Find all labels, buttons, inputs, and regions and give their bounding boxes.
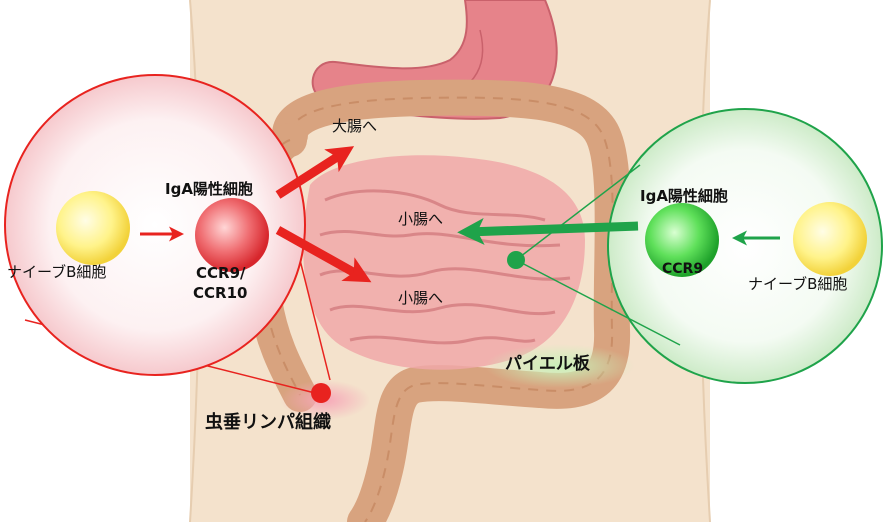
right-iga-cell-label: IgA陽性細胞 [640, 189, 728, 204]
small-intestine-upper-label: 小腸へ [398, 212, 443, 227]
left-receptor-label-line1: CCR9/ [196, 266, 245, 281]
right-receptor-label: CCR9 [662, 262, 703, 276]
small-intestine-lower-label: 小腸へ [398, 291, 443, 306]
left-naive-b-cell-label: ナイーブB細胞 [7, 265, 106, 280]
left-iga-cell [195, 198, 269, 272]
left-receptor-label-line2: CCR10 [193, 286, 247, 301]
appendix-tissue-label: 虫垂リンパ組織 [205, 414, 331, 432]
arrow-to-small-intestine-upper [468, 226, 638, 232]
appendix-marker [311, 383, 331, 403]
right-naive-b-cell-label: ナイーブB細胞 [748, 277, 847, 292]
large-intestine-label: 大腸へ [332, 119, 377, 134]
peyers-patch-marker [507, 251, 525, 269]
right-naive-b-cell [793, 202, 867, 276]
left-naive-b-cell [56, 191, 130, 265]
left-iga-cell-label: IgA陽性細胞 [165, 182, 253, 197]
peyers-patch-label: パイエル板 [505, 356, 590, 373]
small-intestine [303, 155, 585, 369]
